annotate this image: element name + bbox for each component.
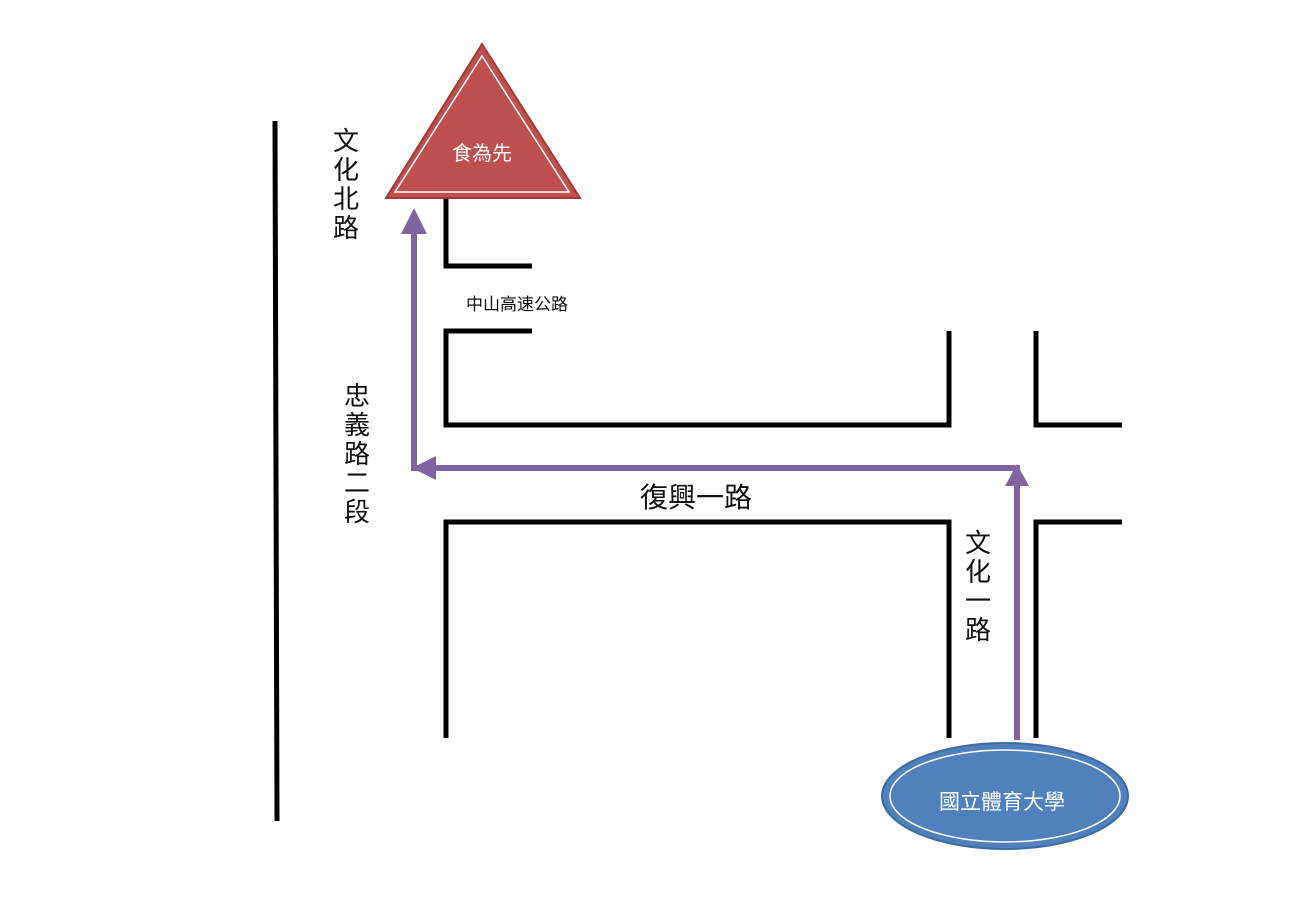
- destination-triangle-inner: [393, 54, 571, 193]
- origin-ellipse-inner: [889, 749, 1121, 843]
- road-label-char: 忠: [344, 382, 370, 412]
- road-label-char: 文: [965, 529, 991, 559]
- road-label-char: 二: [344, 469, 370, 499]
- road-edge-right-upper-block: [1033, 331, 1122, 428]
- road-label-char: 路: [965, 616, 991, 646]
- road-label-char: 北: [333, 185, 359, 215]
- road-label-fuxing-1st: 復興一路: [640, 481, 752, 514]
- road-label-char: 路: [333, 214, 359, 244]
- route-path: [411, 228, 1020, 740]
- origin-marker: 國立體育大學: [881, 742, 1129, 850]
- route-arrow-north-icon: [401, 208, 427, 234]
- road-label-wenhua-1st: 文化一路: [965, 529, 991, 646]
- road-edge-middle-block: [443, 328, 952, 428]
- origin-label: 國立體育大學: [939, 790, 1065, 814]
- road-label-char: 化: [333, 156, 359, 186]
- road-label-char: 義: [344, 411, 370, 441]
- road-edge-right-lower-block: [1033, 519, 1122, 738]
- road-label-zhongshan-highway: 中山高速公路: [466, 295, 568, 315]
- origin-ellipse: [881, 742, 1129, 850]
- destination-triangle: [384, 42, 582, 199]
- road-line-west: [272, 120, 280, 822]
- road-label-char: 化: [965, 558, 991, 588]
- road-label-char: 文: [333, 127, 359, 157]
- road-edge-upper-block: [443, 196, 532, 269]
- road-label-char: 段: [344, 498, 370, 528]
- destination-label: 食為先: [452, 141, 512, 165]
- road-label-char: 一: [965, 587, 991, 617]
- road-edge-lower-block: [443, 519, 952, 738]
- road-label-char: 路: [344, 440, 370, 470]
- road-label-zhongyi-2nd: 忠義路二段: [344, 382, 370, 528]
- route-arrow-west-icon: [412, 456, 436, 480]
- destination-marker: 食為先: [384, 42, 582, 199]
- road-label-wenhua-north: 文化北路: [333, 127, 359, 244]
- route-arrow-north-2-icon: [1005, 464, 1029, 486]
